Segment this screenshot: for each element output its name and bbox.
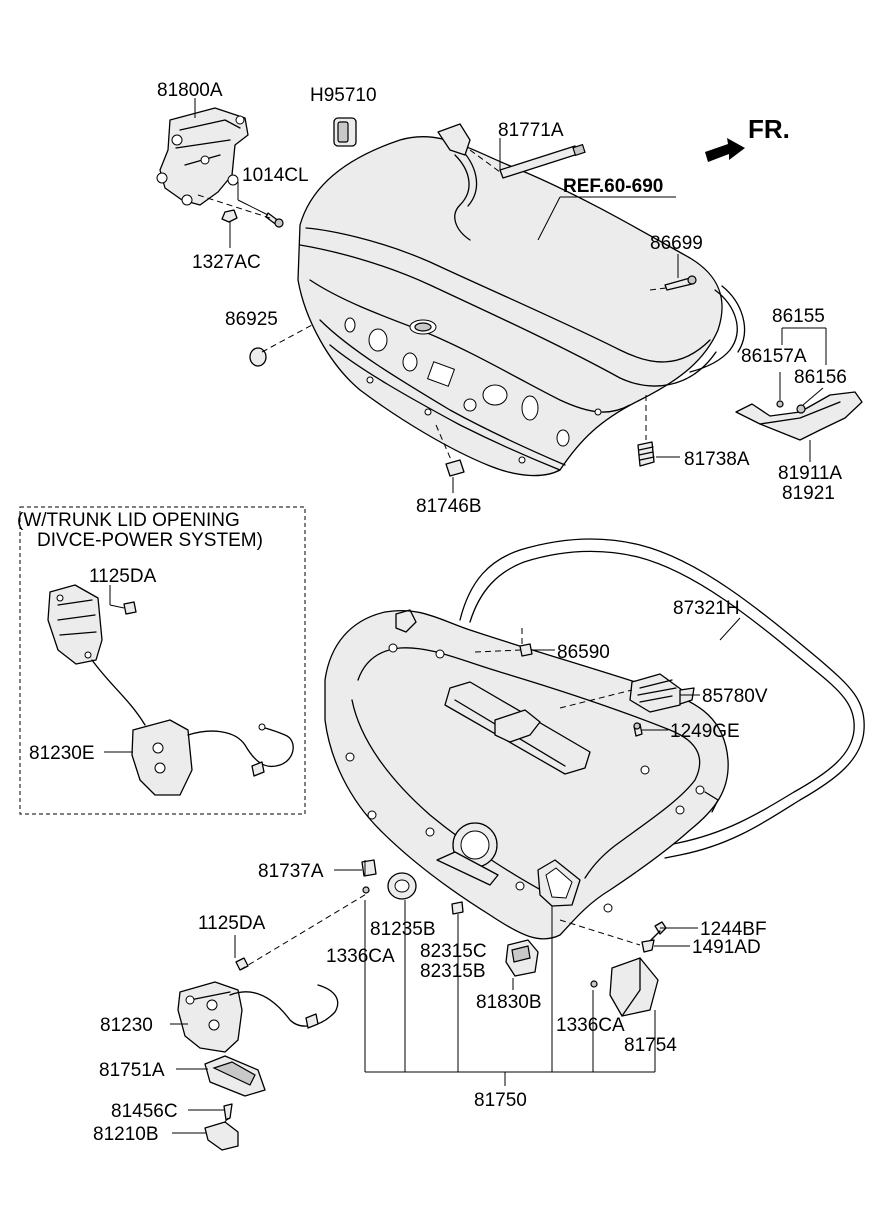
plug-86925 [249, 347, 267, 367]
bumper-81737a [361, 859, 377, 877]
bumper-81738a [637, 441, 655, 467]
bolt-1014cl [265, 212, 284, 228]
clip-1336ca-right [590, 980, 598, 988]
label-1336ca-right: 1336CA [556, 1015, 625, 1036]
screw-1244bf [647, 921, 667, 944]
label-81210b: 81210B [93, 1124, 159, 1145]
label-81737a: 81737A [258, 861, 324, 882]
option-box-line2: DIVCE-POWER SYSTEM) [37, 530, 263, 551]
handle-81210b [204, 1121, 239, 1151]
nut-1327ac [221, 209, 238, 223]
label-87321h: 87321H [673, 598, 740, 619]
clip-1336ca-left [362, 886, 370, 894]
trunk-lid-hinge-left [156, 107, 249, 206]
label-86156: 86156 [794, 367, 847, 388]
label-81235b: 81235B [370, 919, 436, 940]
label-81911a: 81911A [778, 463, 842, 484]
label-86157a: 86157A [741, 346, 807, 367]
label-1327ac: 1327AC [192, 252, 261, 273]
label-81921: 81921 [782, 483, 835, 504]
label-85780v: 85780V [702, 686, 768, 707]
clip-1491ad [641, 939, 655, 953]
weatherstrip-87321h [459, 538, 865, 859]
label-81751a: 81751A [99, 1060, 165, 1081]
label-86155: 86155 [772, 306, 825, 327]
label-1125da-bottom: 1125DA [198, 913, 266, 934]
label-86925: 86925 [225, 309, 278, 330]
label-81746b: 81746B [416, 496, 482, 517]
label-81800a: 81800A [157, 80, 223, 101]
label-h95710: H95710 [310, 85, 377, 106]
screw-81456c [223, 1103, 233, 1121]
label-82315c: 82315C [420, 941, 487, 962]
trunk-lid-lifter [437, 123, 586, 179]
label-1491ad: 1491AD [692, 937, 761, 958]
label-81750: 81750 [474, 1090, 527, 1111]
trunk-lid-panel [297, 136, 746, 477]
latch-assembly-81230 [177, 981, 339, 1053]
option-box-line1: (W/TRUNK LID OPENING [17, 510, 240, 531]
label-86699: 86699 [650, 233, 703, 254]
cover-82315 [451, 901, 464, 915]
label-1244bf: 1244BF [700, 919, 767, 940]
clip-86590 [519, 643, 533, 657]
label-1249ge: 1249GE [670, 721, 740, 742]
garnish-81911a [735, 391, 863, 441]
label-81830b: 81830B [476, 992, 542, 1013]
cover-81751a [204, 1055, 266, 1097]
bumper-81746b [445, 459, 465, 477]
label-81738a: 81738A [684, 449, 750, 470]
label-81771a: 81771A [498, 120, 564, 141]
bumper-h95710 [333, 117, 357, 147]
labels: 81800A H95710 81771A FR. 1014CL REF.60-6… [17, 80, 847, 1145]
switch-81830b [505, 939, 539, 977]
pin-86699 [664, 275, 697, 291]
label-1125da-top: 1125DA [89, 566, 157, 587]
screw-1249ge [633, 722, 643, 737]
trunk-lid-trim-panel [324, 609, 729, 940]
label-82315b: 82315B [420, 961, 486, 982]
front-direction-arrow [705, 138, 745, 162]
fr-label: FR. [748, 114, 790, 144]
label-86590: 86590 [557, 642, 610, 663]
label-81230e: 81230E [29, 743, 95, 764]
leader-lines [104, 98, 827, 1134]
ref-label: REF.60-690 [563, 176, 663, 197]
bolt-1125da-bottom [235, 957, 249, 971]
label-81754: 81754 [624, 1035, 677, 1056]
pull-handle-85780v [629, 673, 695, 713]
label-81456c: 81456C [111, 1101, 178, 1122]
grommet-81235b [387, 872, 417, 900]
cover-81754 [609, 957, 659, 1017]
power-system-option-box [19, 506, 306, 815]
label-81230: 81230 [100, 1015, 153, 1036]
label-1336ca-left: 1336CA [326, 946, 395, 967]
label-1014cl: 1014CL [242, 165, 309, 186]
